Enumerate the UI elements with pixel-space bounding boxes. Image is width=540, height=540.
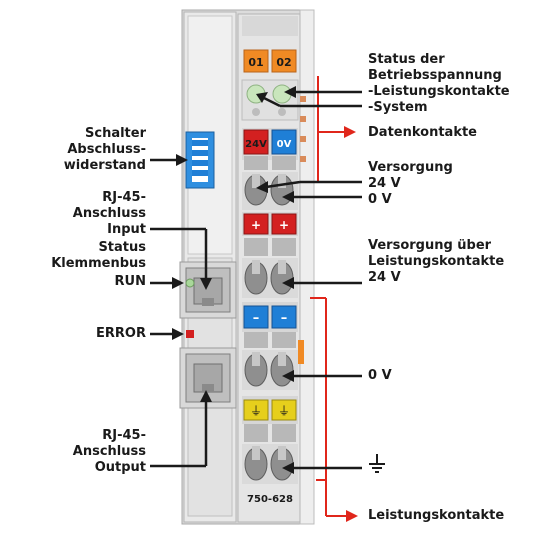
run-led (185, 278, 195, 288)
ground-block: ⏚ ⏚ (242, 396, 298, 442)
power-contacts-bracket (310, 297, 358, 522)
left-arrows (150, 154, 212, 468)
label-rj45-output: RJ-45- Anschluss Output (72, 428, 146, 475)
label-versorgung-leistungskontakte: Versorgung über Leistungskontakte 24 V (368, 238, 505, 285)
minus-clamps (242, 350, 298, 390)
label-versorgung-24v: Versorgung 24 V 0 V (368, 160, 453, 207)
minus-sign-1: – (253, 311, 260, 326)
status-leds-orange: 01 02 (243, 49, 297, 73)
right-arrows (256, 86, 362, 474)
led-02-label: 02 (276, 56, 291, 69)
label-schalter: Schalter Abschluss- widerstand (63, 126, 146, 173)
supply-clamps (242, 172, 298, 210)
supply-0v-label: 0V (277, 139, 292, 150)
label-error: ERROR (96, 326, 146, 341)
ground-clamps (242, 444, 298, 484)
minus-sign-2: – (281, 311, 288, 326)
label-rj45-input: RJ-45- Anschluss Input (72, 190, 146, 237)
plus-block: + + (242, 212, 298, 256)
supply-24v-block (243, 129, 269, 155)
supply-24v-label: 24V (245, 139, 267, 150)
label-datenkontakte: Datenkontakte (368, 125, 477, 140)
plus-sign-2: + (279, 218, 289, 232)
label-status-betriebsspannung: Status der Betriebsspannung -Leistungsko… (368, 52, 510, 115)
led-01 (243, 49, 269, 73)
data-contact-pins (298, 96, 306, 364)
plus-clamps (242, 258, 298, 298)
data-contacts-bracket (317, 76, 356, 182)
ground-symbol-icon (368, 454, 386, 481)
label-run: RUN (114, 274, 146, 289)
label-0v: 0 V (368, 368, 392, 383)
led-01-label: 01 (248, 56, 263, 69)
plus-sign-1: + (251, 218, 261, 232)
label-leistungskontakte: Leistungskontakte (368, 508, 505, 523)
error-led (186, 330, 194, 338)
supply-block: 24V 0V (242, 128, 298, 170)
label-status-klemmenbus: Status Klemmenbus (51, 240, 146, 271)
ground-sign-1: ⏚ (250, 404, 262, 418)
led-02 (271, 49, 297, 73)
termination-switch (185, 131, 215, 189)
part-number: 750-628 (247, 494, 293, 505)
supply-0v-block (271, 129, 297, 155)
ground-sign-2: ⏚ (278, 404, 290, 418)
minus-block: – – (242, 302, 298, 348)
